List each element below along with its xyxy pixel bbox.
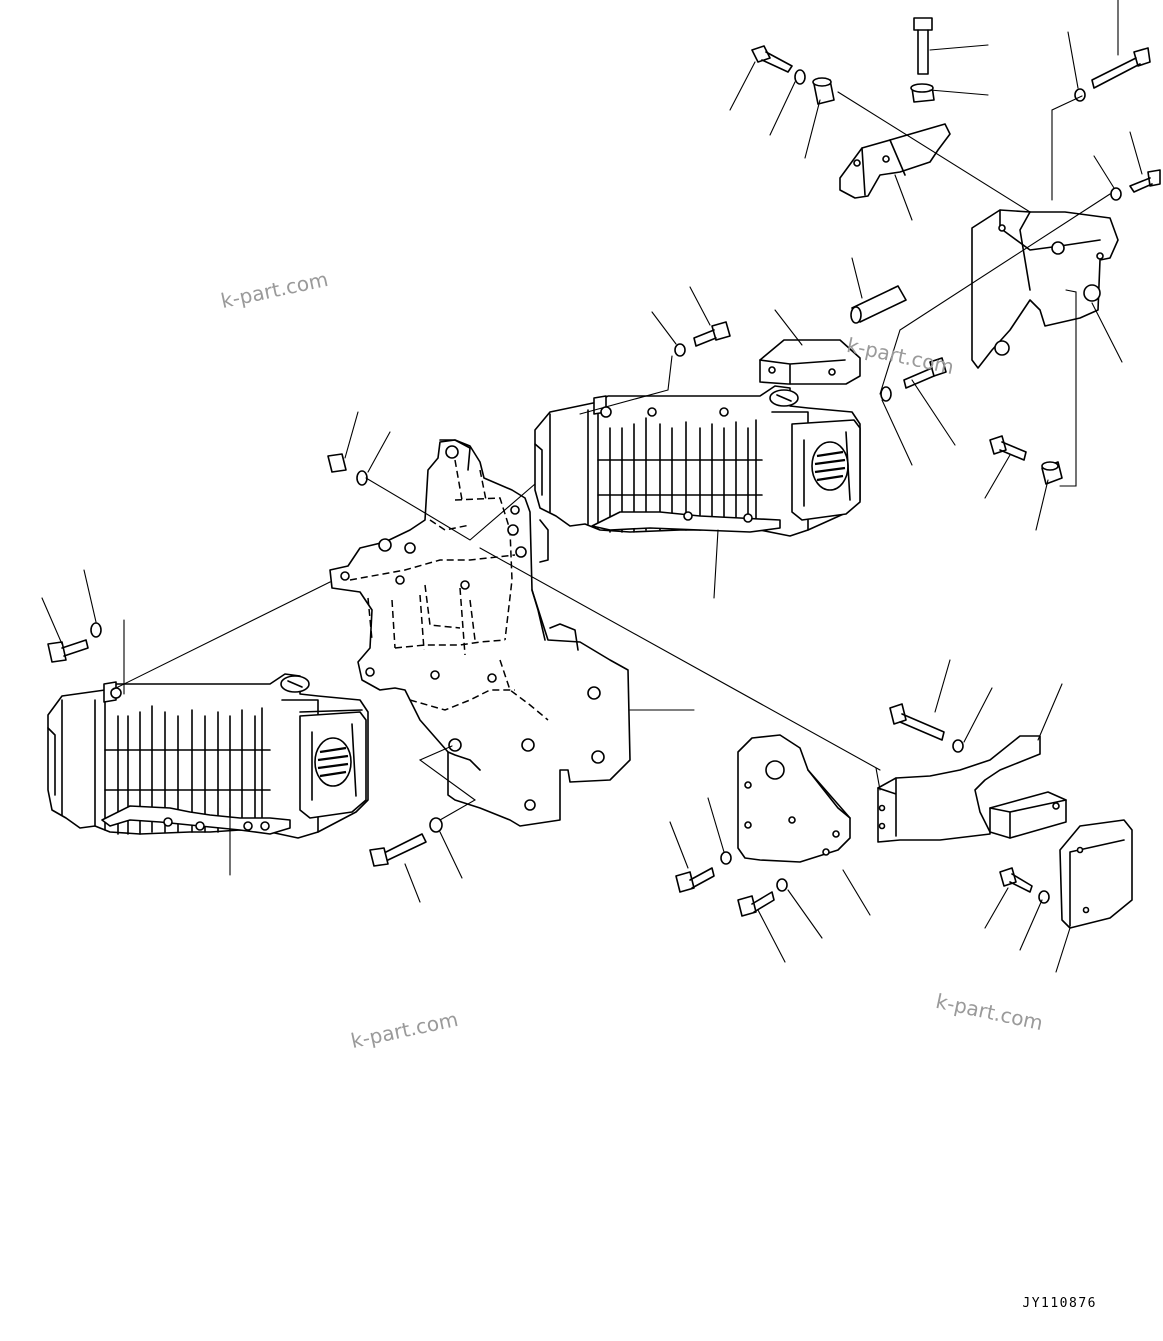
egr-cooler-left [47, 673, 369, 839]
upper-right-parts [759, 77, 1119, 485]
fasteners [47, 17, 1161, 917]
egr-cooler-right [534, 385, 861, 537]
leader-lines [41, 0, 1143, 973]
assembly-guide-lines [111, 91, 1111, 821]
drawing-code: JY110876 [1022, 1296, 1097, 1311]
center-mounting-frame [329, 439, 631, 827]
lower-right-parts [737, 734, 1133, 929]
